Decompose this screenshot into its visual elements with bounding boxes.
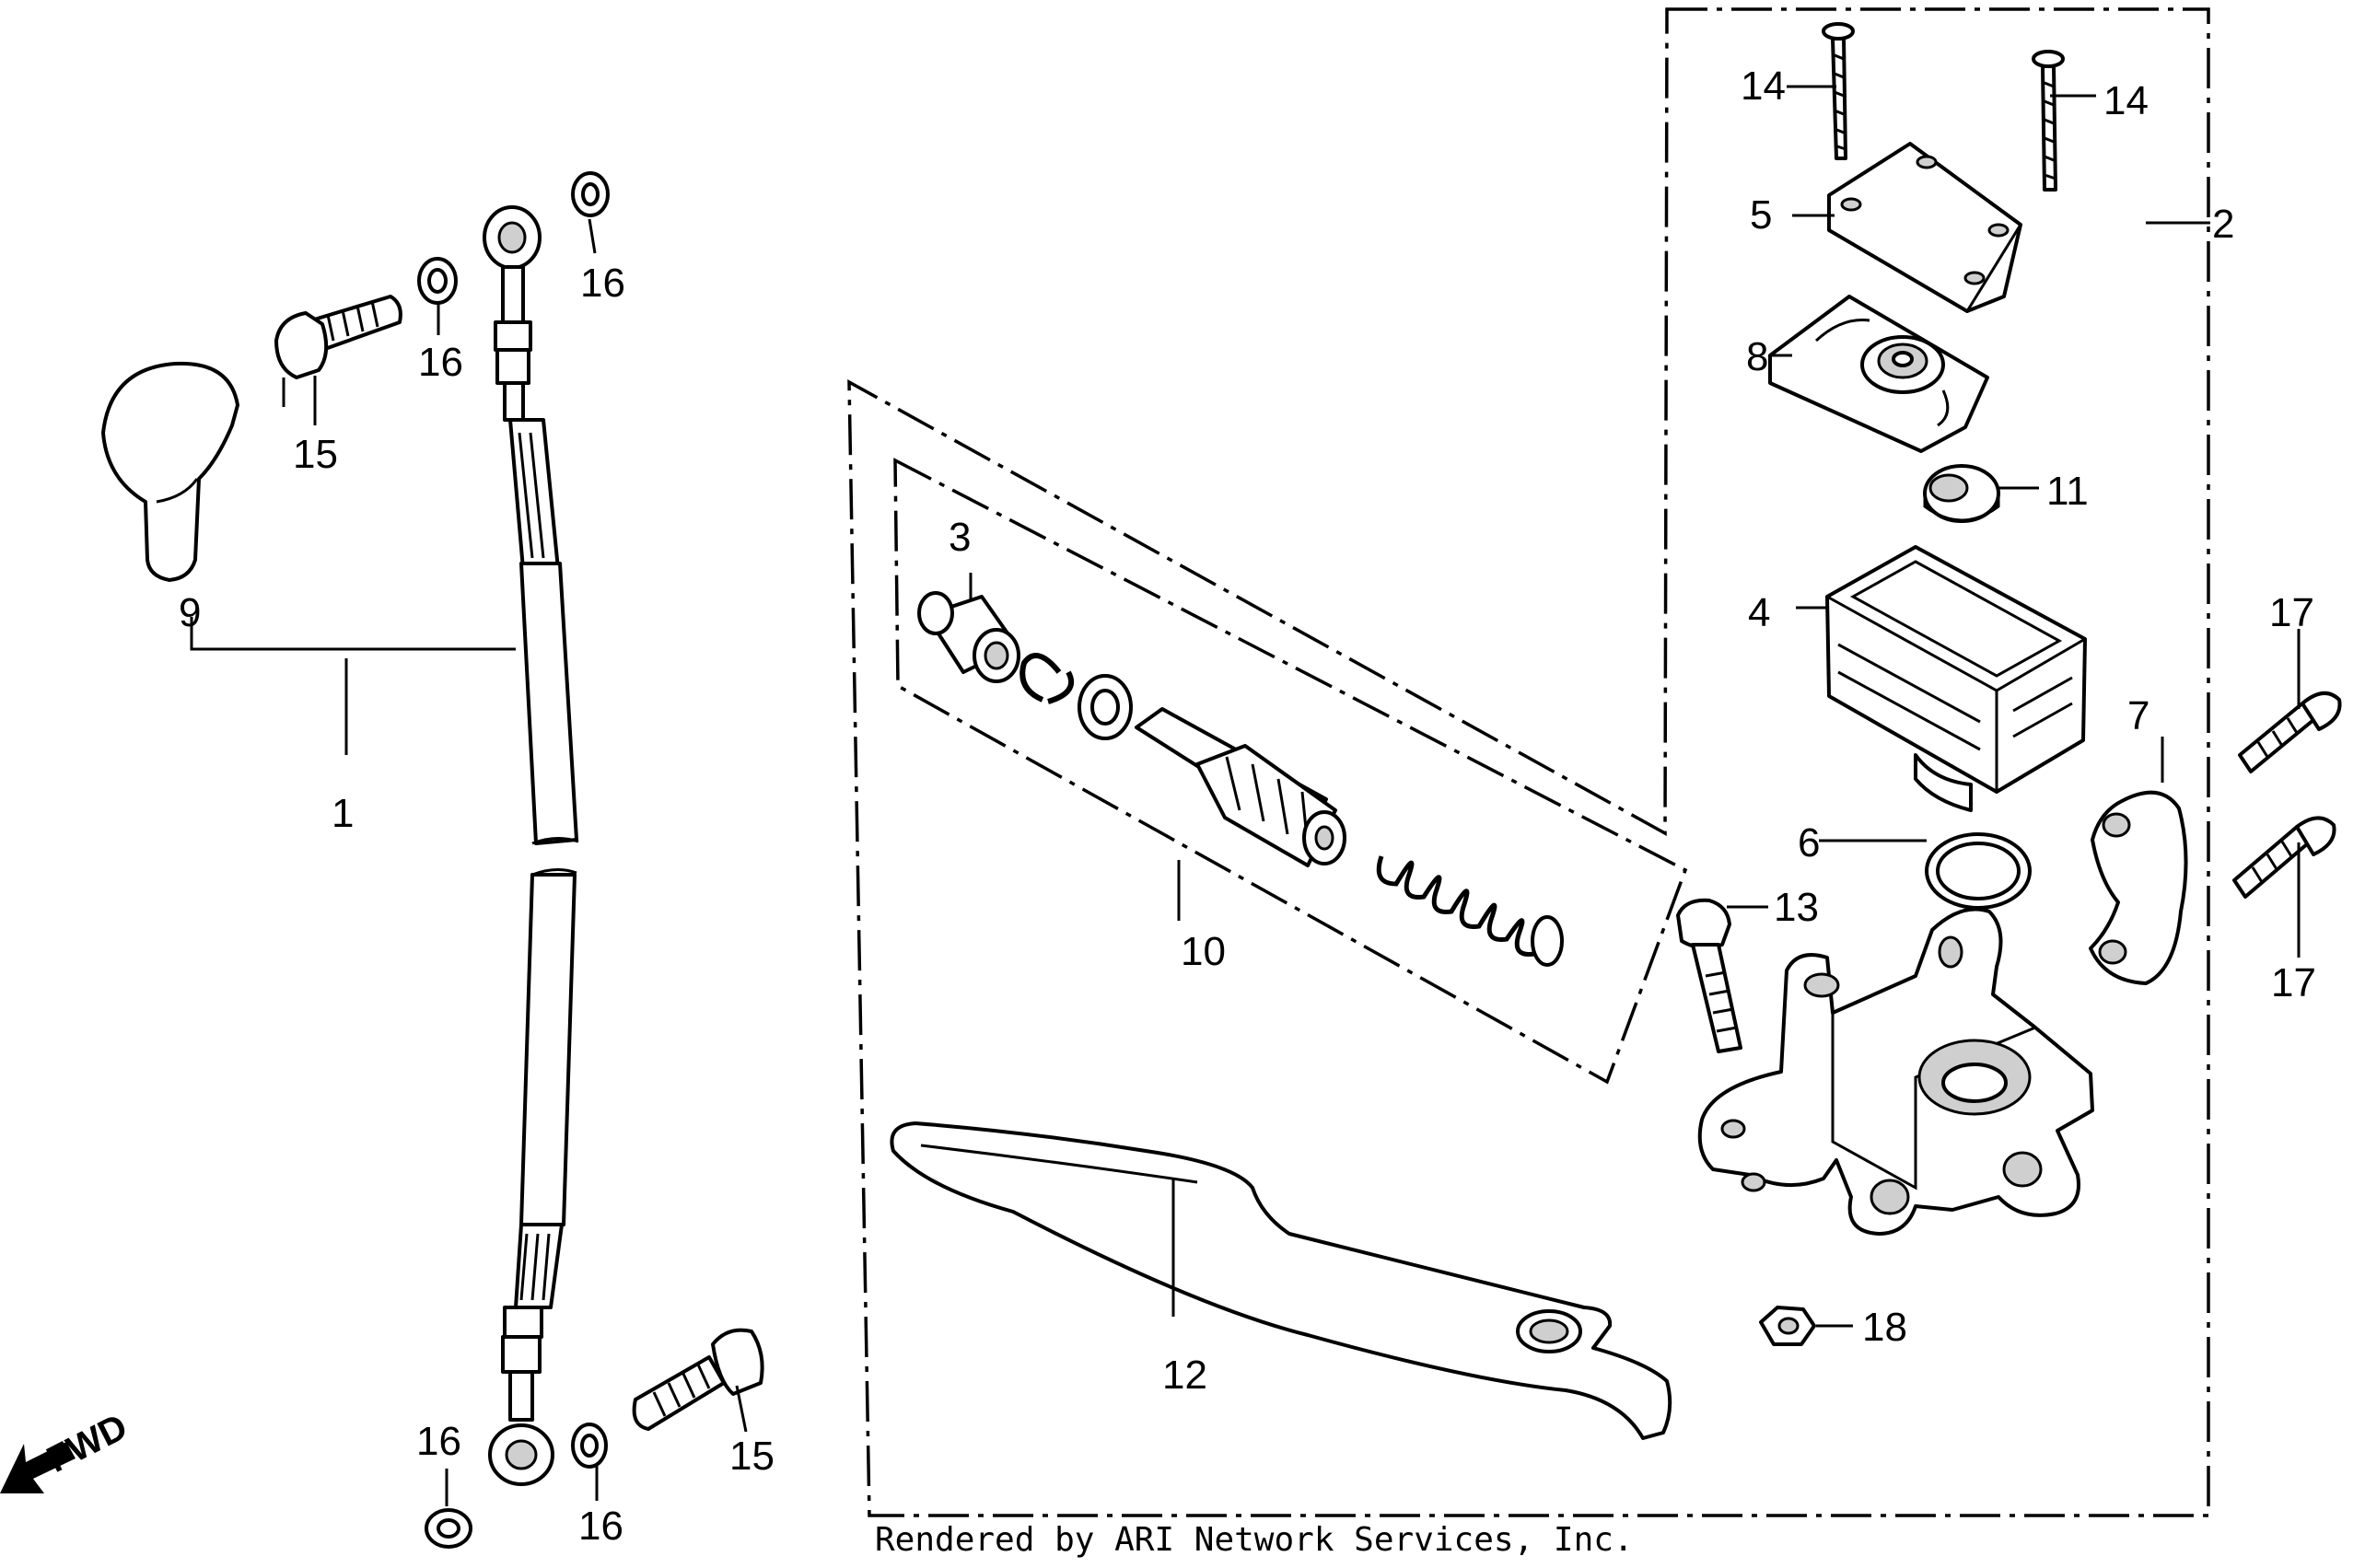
callout-18: 18 bbox=[1862, 1305, 1907, 1350]
callout-5: 5 bbox=[1750, 192, 1772, 238]
diaphragm-seal bbox=[1923, 464, 2000, 523]
fwd-arrow: FWD bbox=[0, 1406, 134, 1493]
lever-pivot-bolt bbox=[1676, 898, 1742, 1053]
callout-10: 10 bbox=[1181, 929, 1226, 974]
callout-15-upper: 15 bbox=[293, 432, 338, 477]
brake-hose bbox=[483, 205, 579, 1486]
render-credit: Rendered by ARI Network Services, Inc. bbox=[875, 1521, 1634, 1559]
sealing-washer-1 bbox=[417, 257, 458, 305]
banjo-bolt-upper bbox=[274, 295, 402, 379]
reservoir-screw-right bbox=[2032, 50, 2065, 192]
callout-15-lower: 15 bbox=[729, 1434, 775, 1479]
hose-boot bbox=[101, 361, 239, 582]
callout-16-lower-right: 16 bbox=[578, 1504, 623, 1549]
diaphragm-plate bbox=[1768, 295, 1989, 453]
leader-lines bbox=[190, 85, 2301, 1506]
callout-8: 8 bbox=[1746, 334, 1768, 379]
callout-12: 12 bbox=[1162, 1353, 1207, 1398]
sealing-washer-3 bbox=[425, 1508, 472, 1549]
callout-2: 2 bbox=[2212, 202, 2234, 247]
sealing-washer-4 bbox=[571, 1423, 608, 1469]
pivot-nut bbox=[1759, 1306, 1816, 1346]
banjo-bolt-lower bbox=[632, 1328, 764, 1431]
callout-16-upper-right: 16 bbox=[580, 261, 625, 306]
callout-3: 3 bbox=[949, 515, 971, 560]
fwd-label: FWD bbox=[41, 1406, 134, 1481]
holder-bolt-upper bbox=[2238, 691, 2342, 773]
callout-17-lower: 17 bbox=[2271, 960, 2316, 1005]
callout-11: 11 bbox=[2046, 469, 2089, 514]
callout-13: 13 bbox=[1774, 885, 1819, 930]
callout-9: 9 bbox=[179, 590, 201, 635]
reservoir-screw-left bbox=[1822, 22, 1855, 160]
o-ring bbox=[1925, 832, 2032, 910]
master-cylinder-body bbox=[1697, 907, 2094, 1236]
callout-1: 1 bbox=[332, 791, 354, 836]
callout-16-lower-left: 16 bbox=[416, 1419, 461, 1464]
callout-14-left: 14 bbox=[1741, 64, 1786, 109]
master-cylinder-holder bbox=[2089, 790, 2188, 985]
reservoir-body bbox=[1825, 545, 2087, 812]
callout-16-upper-left: 16 bbox=[418, 340, 463, 385]
callout-14-right: 14 bbox=[2103, 78, 2149, 123]
sealing-washer-2 bbox=[571, 171, 610, 217]
callout-17-upper: 17 bbox=[2269, 590, 2314, 635]
piston-spring bbox=[1376, 855, 1564, 967]
piston bbox=[1135, 707, 1346, 867]
callout-6: 6 bbox=[1798, 820, 1820, 865]
piston-cup-3 bbox=[917, 591, 1020, 683]
callout-labels: 1 2 3 4 5 6 7 8 9 10 11 12 13 14 14 15 1… bbox=[179, 64, 2316, 1549]
washer bbox=[1078, 674, 1133, 740]
circlip bbox=[1019, 653, 1075, 704]
callout-7: 7 bbox=[2127, 693, 2149, 738]
reservoir-cap bbox=[1827, 142, 2022, 314]
piston-kit-box bbox=[893, 458, 1688, 1085]
brake-lever bbox=[890, 1121, 1672, 1440]
holder-bolt-lower bbox=[2232, 816, 2336, 899]
master-cylinder-assembly-box bbox=[847, 7, 2210, 1517]
callout-4: 4 bbox=[1748, 590, 1770, 635]
